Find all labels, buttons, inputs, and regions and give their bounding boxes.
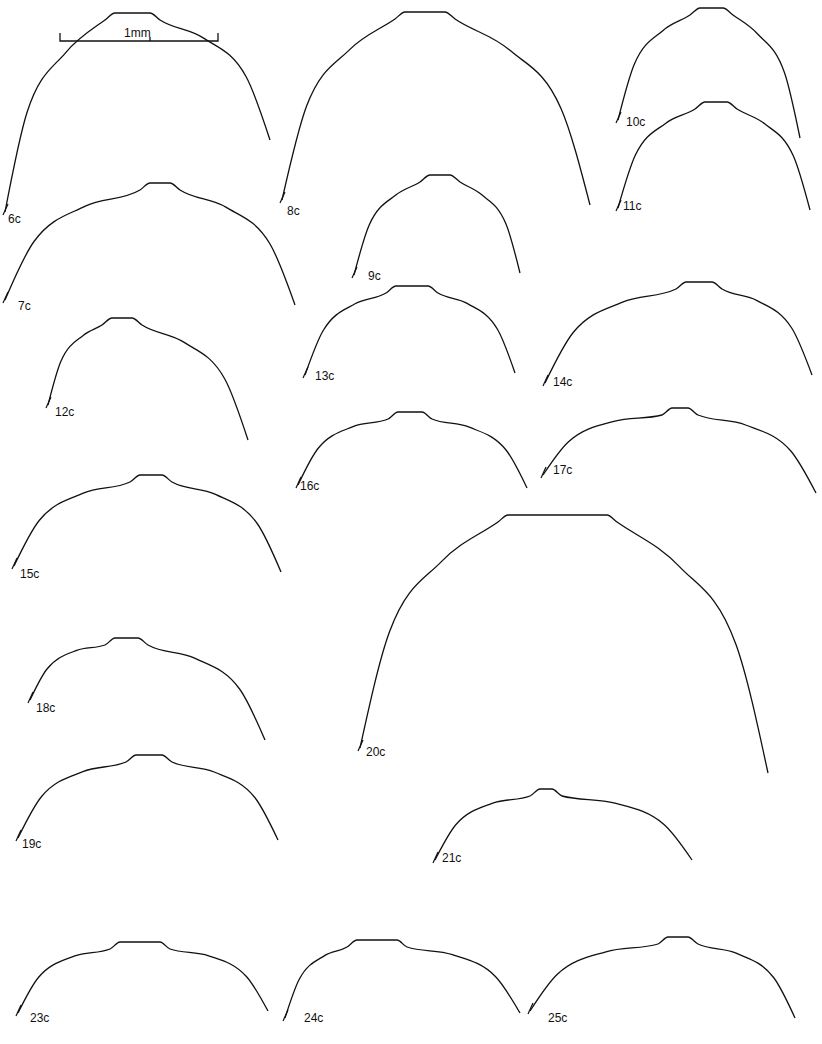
cephalic-outline (5, 13, 270, 212)
figure-number: 7c (18, 300, 31, 312)
figure-number: 9c (368, 270, 381, 282)
end-mark (16, 830, 21, 841)
figure-number: 18c (36, 702, 55, 714)
cephalic-outline (14, 475, 281, 572)
end-mark (528, 1003, 533, 1014)
cephalic-outline (543, 408, 816, 493)
cephalic-outline (305, 286, 515, 375)
end-mark (541, 467, 546, 478)
end-mark (303, 367, 308, 378)
end-mark (12, 558, 17, 569)
cephalic-outline (18, 755, 278, 840)
end-mark (352, 267, 357, 278)
cephalic-outline (298, 412, 527, 488)
cephalic-outline (48, 318, 248, 440)
cephalic-outline (354, 175, 520, 275)
cephalic-outline (435, 789, 692, 860)
figure-number: 8c (287, 205, 300, 217)
end-mark (543, 375, 548, 386)
figure-number: 23c (30, 1012, 49, 1024)
figure-number: 20c (366, 746, 385, 758)
cephalic-outline (18, 942, 268, 1013)
end-mark (358, 740, 363, 751)
figure-number: 24c (304, 1012, 323, 1024)
figure-number: 16c (300, 480, 319, 492)
end-mark (3, 292, 8, 303)
figure-number: 10c (626, 116, 645, 128)
figure-number: 11c (623, 200, 641, 212)
end-mark (280, 192, 285, 203)
end-mark (433, 852, 438, 863)
figure-number: 12c (55, 406, 74, 418)
end-mark (283, 1010, 288, 1021)
figure-number: 21c (442, 852, 461, 864)
cephalic-outline (30, 638, 265, 740)
end-mark (3, 204, 8, 215)
cephalic-outline (282, 12, 590, 205)
cephalic-outline (360, 515, 768, 773)
end-mark (28, 692, 33, 703)
figure-number: 6c (8, 213, 21, 225)
cephalic-outline (618, 8, 800, 138)
figure-number: 14c (553, 376, 572, 388)
figure-number: 19c (22, 838, 41, 850)
cephalic-outline (545, 282, 812, 383)
cephalic-outline (530, 937, 795, 1018)
end-mark (616, 112, 621, 123)
end-mark (46, 397, 51, 408)
figure-number: 15c (20, 568, 39, 580)
cephalic-outline (5, 183, 295, 305)
cephalic-outline (618, 102, 810, 210)
scale-label: 1mm (124, 27, 151, 39)
figure-number: 13c (315, 370, 334, 382)
end-mark (16, 1005, 21, 1016)
cephalic-outline (285, 940, 520, 1018)
figure-number: 25c (548, 1012, 567, 1024)
figure-number: 17c (553, 464, 572, 476)
end-mark (616, 200, 621, 211)
